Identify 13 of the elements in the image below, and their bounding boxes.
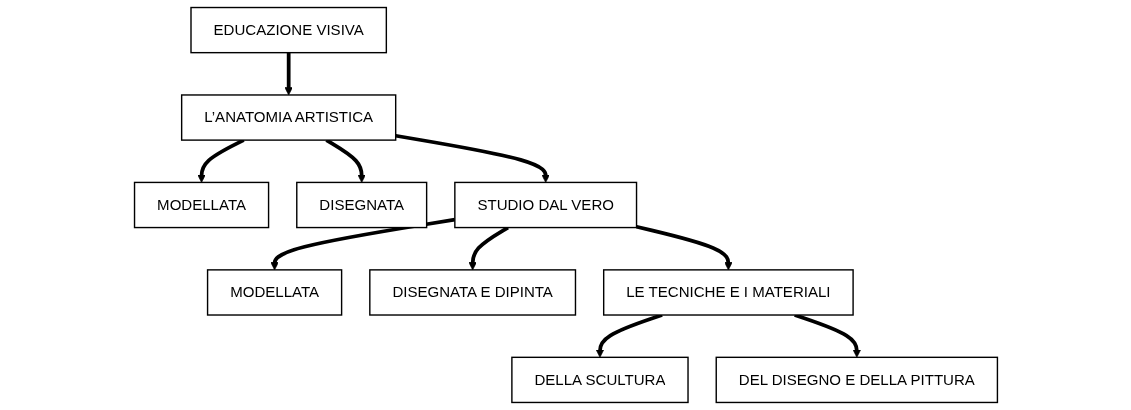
node-box: LE TECNICHE E I MATERIALI xyxy=(602,269,854,316)
node-box: DISEGNATA xyxy=(295,181,427,229)
arrow xyxy=(269,217,455,271)
node-box: MODELLATA xyxy=(206,269,342,316)
node-box: MODELLATA xyxy=(133,181,269,229)
node-box: DELLA SCULTURA xyxy=(510,356,689,404)
arrow xyxy=(284,52,293,96)
node-box: DEL DISEGNO E DELLA PITTURA xyxy=(715,356,998,404)
node-box: L’ANATOMIA ARTISTICA xyxy=(180,94,396,141)
node-box: EDUCAZIONE VISIVA xyxy=(189,6,387,54)
node-box: DISEGNATA E DIPINTA xyxy=(368,269,576,316)
arrow xyxy=(635,224,733,271)
node-box: STUDIO DAL VERO xyxy=(453,181,637,229)
